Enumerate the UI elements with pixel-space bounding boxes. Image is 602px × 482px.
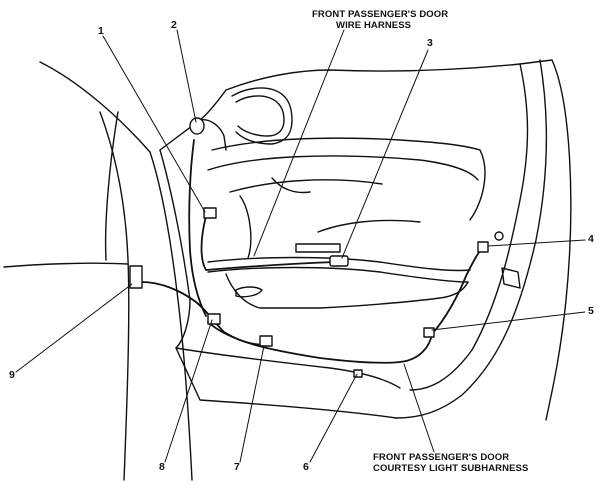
harness-caption-line1: FRONT PASSENGER'S DOOR (312, 9, 449, 20)
connector-8 (207, 313, 221, 325)
harness-caption-line2: WIRE HARNESS (336, 20, 412, 31)
connector-6 (353, 369, 363, 378)
connector-7 (259, 335, 273, 347)
subharness-caption-line2: COURTESY LIGHT SUBHARNESS (373, 463, 529, 474)
callout-3: 3 (427, 37, 433, 49)
callout-1: 1 (98, 25, 104, 37)
callout-6: 6 (303, 461, 309, 473)
connector-4 (477, 241, 489, 253)
leader-lines (15, 29, 586, 463)
callout-4: 4 (588, 233, 594, 245)
callout-8: 8 (159, 461, 165, 473)
subharness-caption-line1: FRONT PASSENGER'S DOOR (373, 452, 510, 463)
callout-2: 2 (171, 19, 177, 31)
door-frame-outline (175, 59, 572, 421)
callout-7: 7 (234, 461, 240, 473)
connector-3 (329, 255, 349, 267)
connectors (129, 117, 489, 378)
connector-5 (423, 327, 435, 338)
connector-1 (203, 207, 217, 219)
door-trim-panel (207, 137, 486, 309)
connector-9 (129, 265, 143, 289)
wire-harness-routing (141, 139, 485, 364)
callout-9: 9 (9, 369, 15, 381)
door-latch-area (494, 231, 521, 289)
connector-2 (189, 117, 205, 135)
side-mirror (231, 87, 293, 145)
callout-5: 5 (588, 305, 594, 317)
